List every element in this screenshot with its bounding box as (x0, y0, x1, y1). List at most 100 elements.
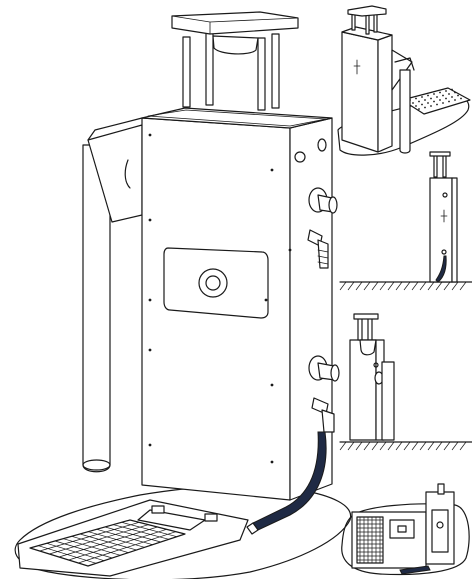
access-cover (137, 509, 206, 531)
screw (442, 102, 444, 104)
screw (457, 94, 459, 97)
top-cap (171, 11, 299, 35)
dial-inner (205, 275, 221, 291)
detail-stroke (443, 281, 451, 291)
front-screws (148, 133, 292, 464)
detail-stroke (371, 281, 379, 291)
detail-stroke (39, 521, 140, 552)
detail-stroke (58, 526, 158, 558)
screw (418, 100, 420, 103)
screw (421, 103, 423, 106)
detail-stroke (427, 281, 435, 291)
screw (148, 298, 152, 302)
lower-valve (311, 397, 335, 433)
detail-stroke (387, 281, 395, 291)
screw (436, 96, 438, 98)
screw (451, 88, 453, 91)
screw (424, 106, 426, 109)
detail-stroke (459, 281, 467, 291)
screw (270, 460, 274, 464)
side-view-installed (339, 151, 472, 291)
drain-cabinet (349, 339, 377, 441)
dial-outer (198, 268, 228, 298)
screw (288, 248, 292, 252)
screw (270, 383, 274, 387)
screw (460, 97, 462, 100)
detail-stroke (68, 528, 167, 561)
detail-stroke (379, 281, 387, 291)
screw (442, 94, 444, 97)
main-view (14, 11, 352, 579)
detail-stroke (339, 281, 347, 291)
detail-stroke (363, 281, 371, 291)
screw (451, 96, 453, 98)
top-knob-right (317, 138, 327, 152)
detail-stroke (403, 441, 411, 451)
screw (445, 97, 447, 100)
ground-pad (14, 484, 352, 579)
screw (415, 105, 417, 107)
installed-cabinet (429, 177, 453, 283)
rear-grate (401, 87, 471, 115)
cabinet-top (141, 107, 333, 129)
screw (148, 218, 152, 222)
screw (270, 168, 274, 172)
screw (454, 99, 456, 101)
detail-stroke (427, 441, 435, 451)
detail-stroke (379, 441, 387, 451)
top-view (341, 483, 470, 576)
detail-stroke (387, 441, 395, 451)
detail-stroke (419, 441, 427, 451)
lower-nozzle (308, 355, 340, 382)
detail-stroke (411, 281, 419, 291)
grate-base-plate (17, 499, 249, 577)
rear-view (337, 5, 471, 156)
detail-stroke (355, 441, 363, 451)
screw (412, 102, 414, 104)
screw (430, 97, 432, 100)
screw (433, 100, 435, 103)
detail-stroke (49, 524, 149, 555)
detail-stroke (435, 281, 443, 291)
detail-stroke (355, 281, 363, 291)
upper-valve (307, 229, 329, 269)
screw (430, 105, 432, 107)
screw (439, 91, 441, 94)
detail-stroke (403, 281, 411, 291)
cover-latch-left (151, 505, 165, 514)
side-view-with-drain (339, 313, 472, 451)
screw (436, 103, 438, 106)
detail-stroke (443, 441, 451, 451)
detail-stroke (347, 441, 355, 451)
detail-stroke (395, 281, 403, 291)
detail-stroke (339, 441, 347, 451)
detail-stroke (411, 441, 419, 451)
screw (427, 102, 429, 104)
screw (148, 443, 152, 447)
cover-latch-right (204, 513, 218, 522)
bowl (212, 35, 259, 55)
screw (264, 298, 268, 302)
detail-stroke (371, 441, 379, 451)
hopper-handle (124, 159, 131, 189)
detail-stroke (363, 441, 371, 451)
detail-stroke (459, 441, 467, 451)
top-knob-left (294, 151, 306, 163)
screw (415, 97, 417, 100)
screw (448, 100, 450, 103)
screw (148, 348, 152, 352)
detail-stroke (451, 281, 459, 291)
screw (421, 96, 423, 98)
screw (424, 99, 426, 101)
detail-stroke (78, 531, 176, 564)
screw (433, 93, 435, 95)
upper-nozzle (308, 187, 338, 214)
screw (445, 90, 447, 92)
detail-stroke (347, 281, 355, 291)
detail-stroke (435, 441, 443, 451)
rear-cabinet (341, 31, 379, 153)
screw (418, 108, 420, 110)
drain-grate (29, 519, 186, 567)
